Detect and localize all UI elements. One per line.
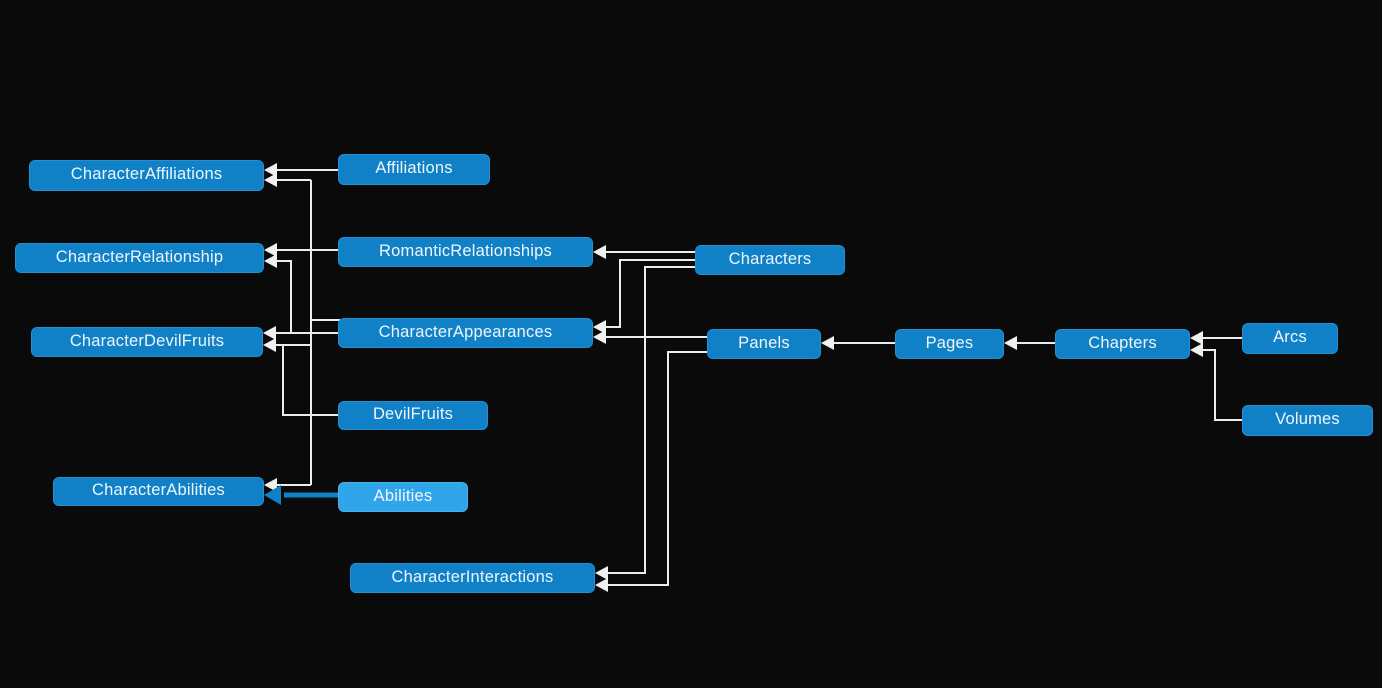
table-node-label-romantic-relationships: RomanticRelationships xyxy=(379,241,552,260)
edge-branch-to-characterrelationship-line[interactable] xyxy=(276,260,292,333)
edge-volumes-to-chapters-arrowhead-icon xyxy=(1190,343,1203,357)
table-node-label-chapters: Chapters xyxy=(1088,333,1157,352)
table-node-devil-fruits[interactable]: DevilFruits xyxy=(338,401,488,430)
table-node-label-abilities: Abilities xyxy=(373,486,433,505)
edge-characters-to-romanticrelationships-arrowhead-icon xyxy=(593,245,606,259)
edge-characterappearances-to-characterdevilfruits[interactable] xyxy=(263,326,340,340)
table-node-label-pages: Pages xyxy=(925,333,974,352)
edge-trunk-to-characterabilities[interactable] xyxy=(264,478,311,492)
edge-trunk-to-characterdevilfruits-arrowhead-icon xyxy=(263,338,276,352)
edge-trunk-to-characterdevilfruits[interactable] xyxy=(263,338,311,352)
edge-panels-to-characterappearances[interactable] xyxy=(593,330,707,344)
edge-devilfruits-branch-line[interactable] xyxy=(282,345,340,416)
edge-characters-to-characterinteractions-arrowhead-icon xyxy=(595,566,608,580)
table-node-label-devil-fruits: DevilFruits xyxy=(372,405,454,423)
edge-volumes-to-chapters-line[interactable] xyxy=(1202,349,1242,421)
edge-panels-to-characterinteractions-line[interactable] xyxy=(607,351,707,586)
table-node-label-character-devil-fruits: CharacterDevilFruits xyxy=(69,331,225,350)
close-icon[interactable]: ✕ xyxy=(1361,0,1374,5)
edge-pages-to-panels[interactable] xyxy=(821,336,895,350)
edge-characters-to-characterinteractions[interactable] xyxy=(595,266,695,580)
edge-abilities-to-characterabilities[interactable] xyxy=(264,485,340,505)
table-node-pages[interactable]: Pages xyxy=(895,329,1004,359)
edge-arcs-to-chapters[interactable] xyxy=(1190,331,1242,345)
table-node-abilities[interactable]: Abilities xyxy=(338,482,468,512)
edge-branch-to-characterrelationship[interactable] xyxy=(264,254,292,333)
edge-chapters-to-pages[interactable] xyxy=(1004,336,1055,350)
edge-panels-to-characterinteractions-arrowhead-icon xyxy=(595,578,608,592)
table-node-character-devil-fruits[interactable]: CharacterDevilFruits xyxy=(31,327,263,357)
edge-volumes-to-chapters[interactable] xyxy=(1190,343,1242,421)
edge-characters-to-characterinteractions-line[interactable] xyxy=(607,266,695,574)
edge-pages-to-panels-arrowhead-icon xyxy=(821,336,834,350)
table-node-label-character-affiliations: CharacterAffiliations xyxy=(70,165,223,183)
table-node-label-character-appearances: CharacterAppearances xyxy=(378,322,553,341)
table-node-panels[interactable]: Panels xyxy=(707,329,821,359)
table-node-character-appearances[interactable]: CharacterAppearances xyxy=(338,318,593,348)
table-node-character-interactions[interactable]: CharacterInteractions xyxy=(350,563,595,593)
edge-branch-to-characterrelationship-arrowhead-icon xyxy=(264,254,277,268)
edge-characters-to-characterappearances-line[interactable] xyxy=(605,259,695,328)
table-node-character-relationship[interactable]: CharacterRelationship xyxy=(15,243,264,273)
edge-trunk-to-characteraffiliations-arrowhead-icon xyxy=(264,173,277,187)
table-node-label-character-interactions: CharacterInteractions xyxy=(391,567,554,586)
edge-characters-to-characterappearances-arrowhead-icon xyxy=(593,320,606,334)
edge-characters-to-romanticrelationships[interactable] xyxy=(593,245,695,259)
edge-romanticrelationships-to-characterrelationship-arrowhead-icon xyxy=(264,243,277,257)
edge-abilities-to-characterabilities-arrowhead-icon xyxy=(264,485,281,505)
table-node-label-arcs: Arcs xyxy=(1273,328,1307,346)
table-node-label-panels: Panels xyxy=(738,333,790,352)
edge-affiliations-to-characteraffiliations-arrowhead-icon xyxy=(264,163,277,177)
edge-trunk-to-characterabilities-arrowhead-icon xyxy=(264,478,277,492)
table-node-label-volumes: Volumes xyxy=(1275,410,1340,428)
table-node-romantic-relationships[interactable]: RomanticRelationships xyxy=(338,237,593,267)
edge-arcs-to-chapters-arrowhead-icon xyxy=(1190,331,1203,345)
table-node-chapters[interactable]: Chapters xyxy=(1055,329,1190,359)
edge-characterappearances-to-characterdevilfruits-arrowhead-icon xyxy=(263,326,276,340)
edge-romanticrelationships-to-characterrelationship[interactable] xyxy=(264,243,340,257)
table-node-label-character-abilities: CharacterAbilities xyxy=(92,481,225,499)
table-node-label-character-relationship: CharacterRelationship xyxy=(55,247,224,266)
table-node-affiliations[interactable]: Affiliations xyxy=(338,154,490,185)
table-node-characters[interactable]: Characters xyxy=(695,245,845,275)
table-node-volumes[interactable]: Volumes xyxy=(1242,405,1373,436)
edge-trunk-to-characteraffiliations[interactable] xyxy=(264,173,311,187)
table-node-arcs[interactable]: Arcs xyxy=(1242,323,1338,354)
edge-panels-to-characterappearances-arrowhead-icon xyxy=(593,330,606,344)
edge-affiliations-to-characteraffiliations[interactable] xyxy=(264,163,338,177)
edge-panels-to-characterinteractions[interactable] xyxy=(595,351,707,592)
table-node-character-affiliations[interactable]: CharacterAffiliations xyxy=(29,160,264,191)
table-node-label-affiliations: Affiliations xyxy=(375,159,453,177)
edge-characters-to-characterappearances[interactable] xyxy=(593,259,695,334)
edge-devilfruits-branch[interactable] xyxy=(282,345,340,416)
table-node-character-abilities[interactable]: CharacterAbilities xyxy=(53,477,264,506)
table-node-label-characters: Characters xyxy=(728,249,812,268)
edge-chapters-to-pages-arrowhead-icon xyxy=(1004,336,1017,350)
